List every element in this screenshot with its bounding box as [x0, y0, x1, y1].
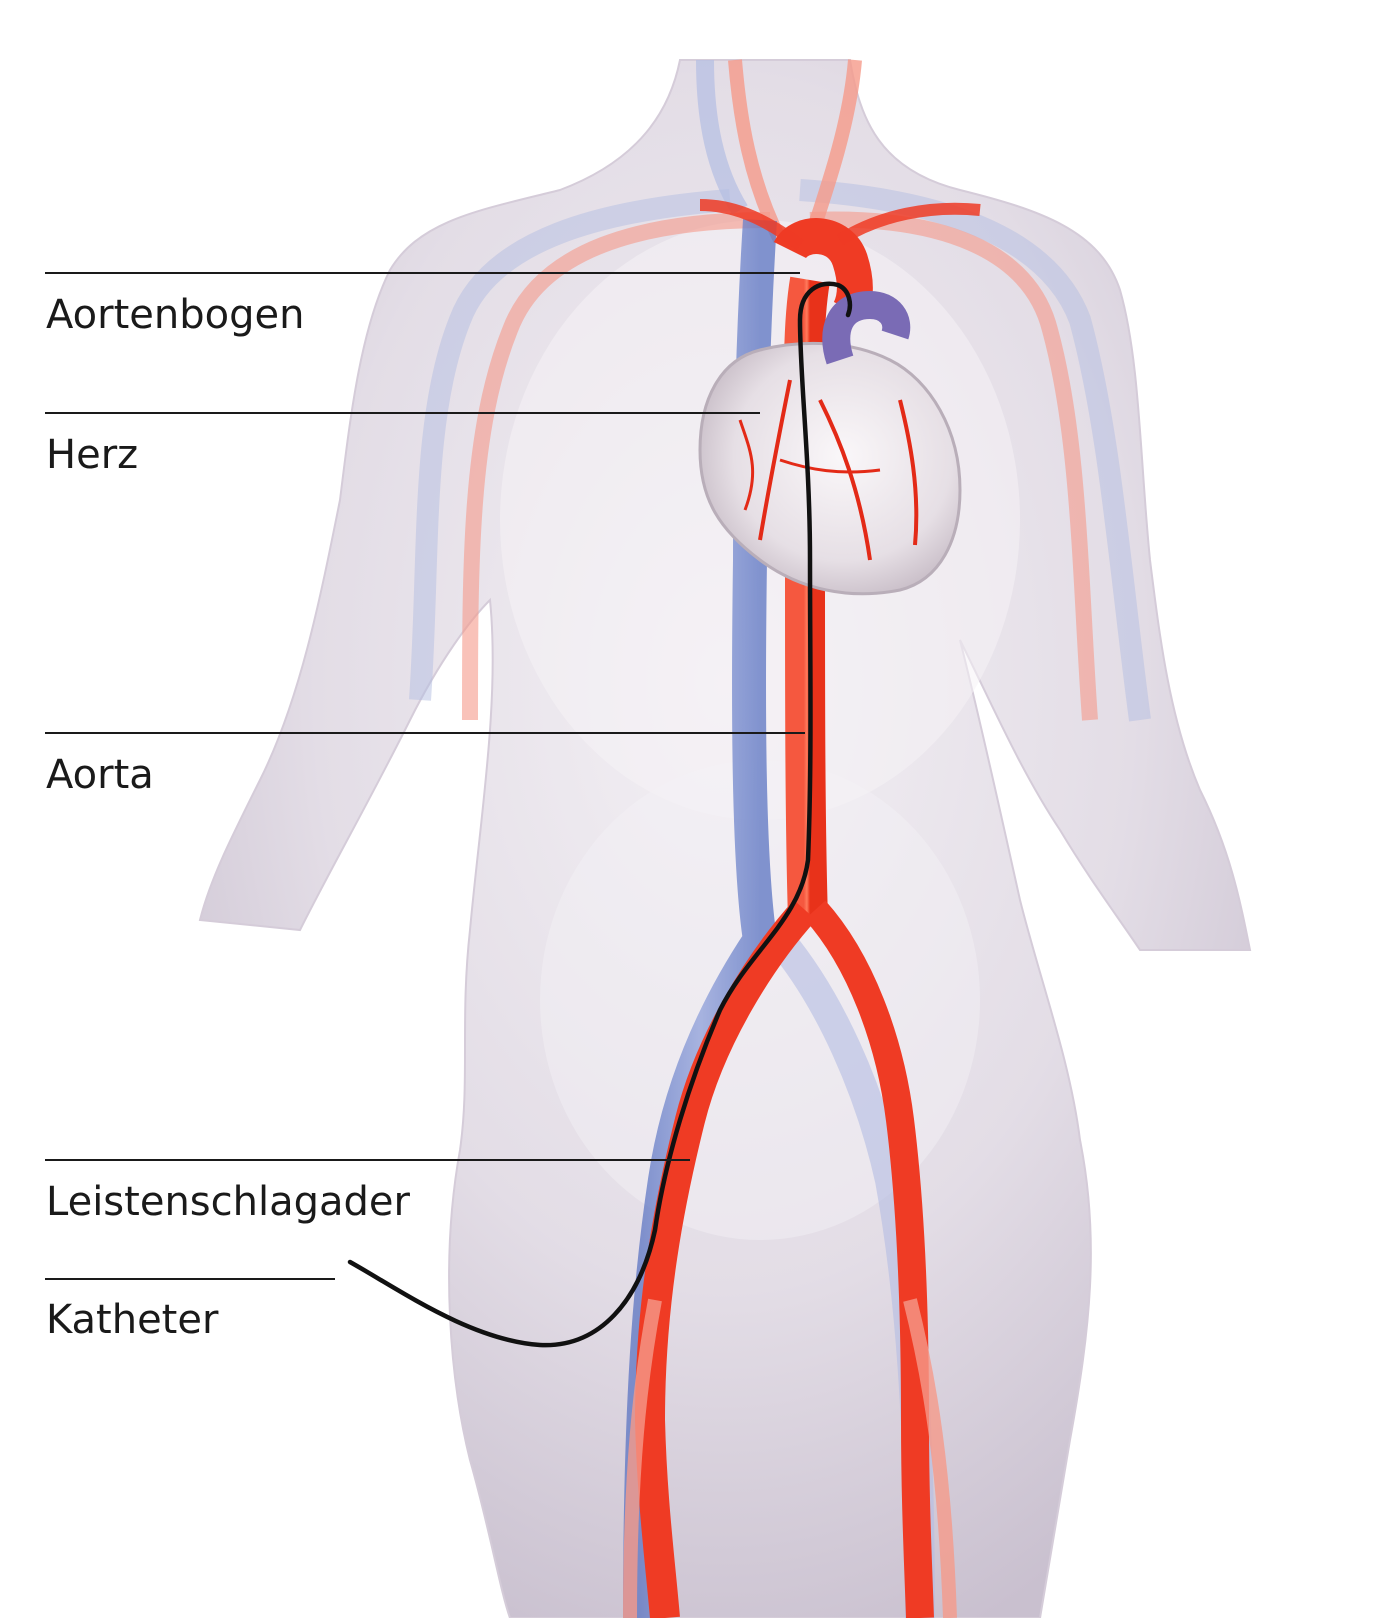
label-herz: Herz [46, 435, 138, 475]
label-aorta: Aorta [46, 755, 154, 795]
label-aortenbogen: Aortenbogen [46, 295, 304, 335]
label-leistenschlagader: Leistenschlagader [46, 1182, 410, 1222]
label-katheter: Katheter [46, 1300, 218, 1340]
